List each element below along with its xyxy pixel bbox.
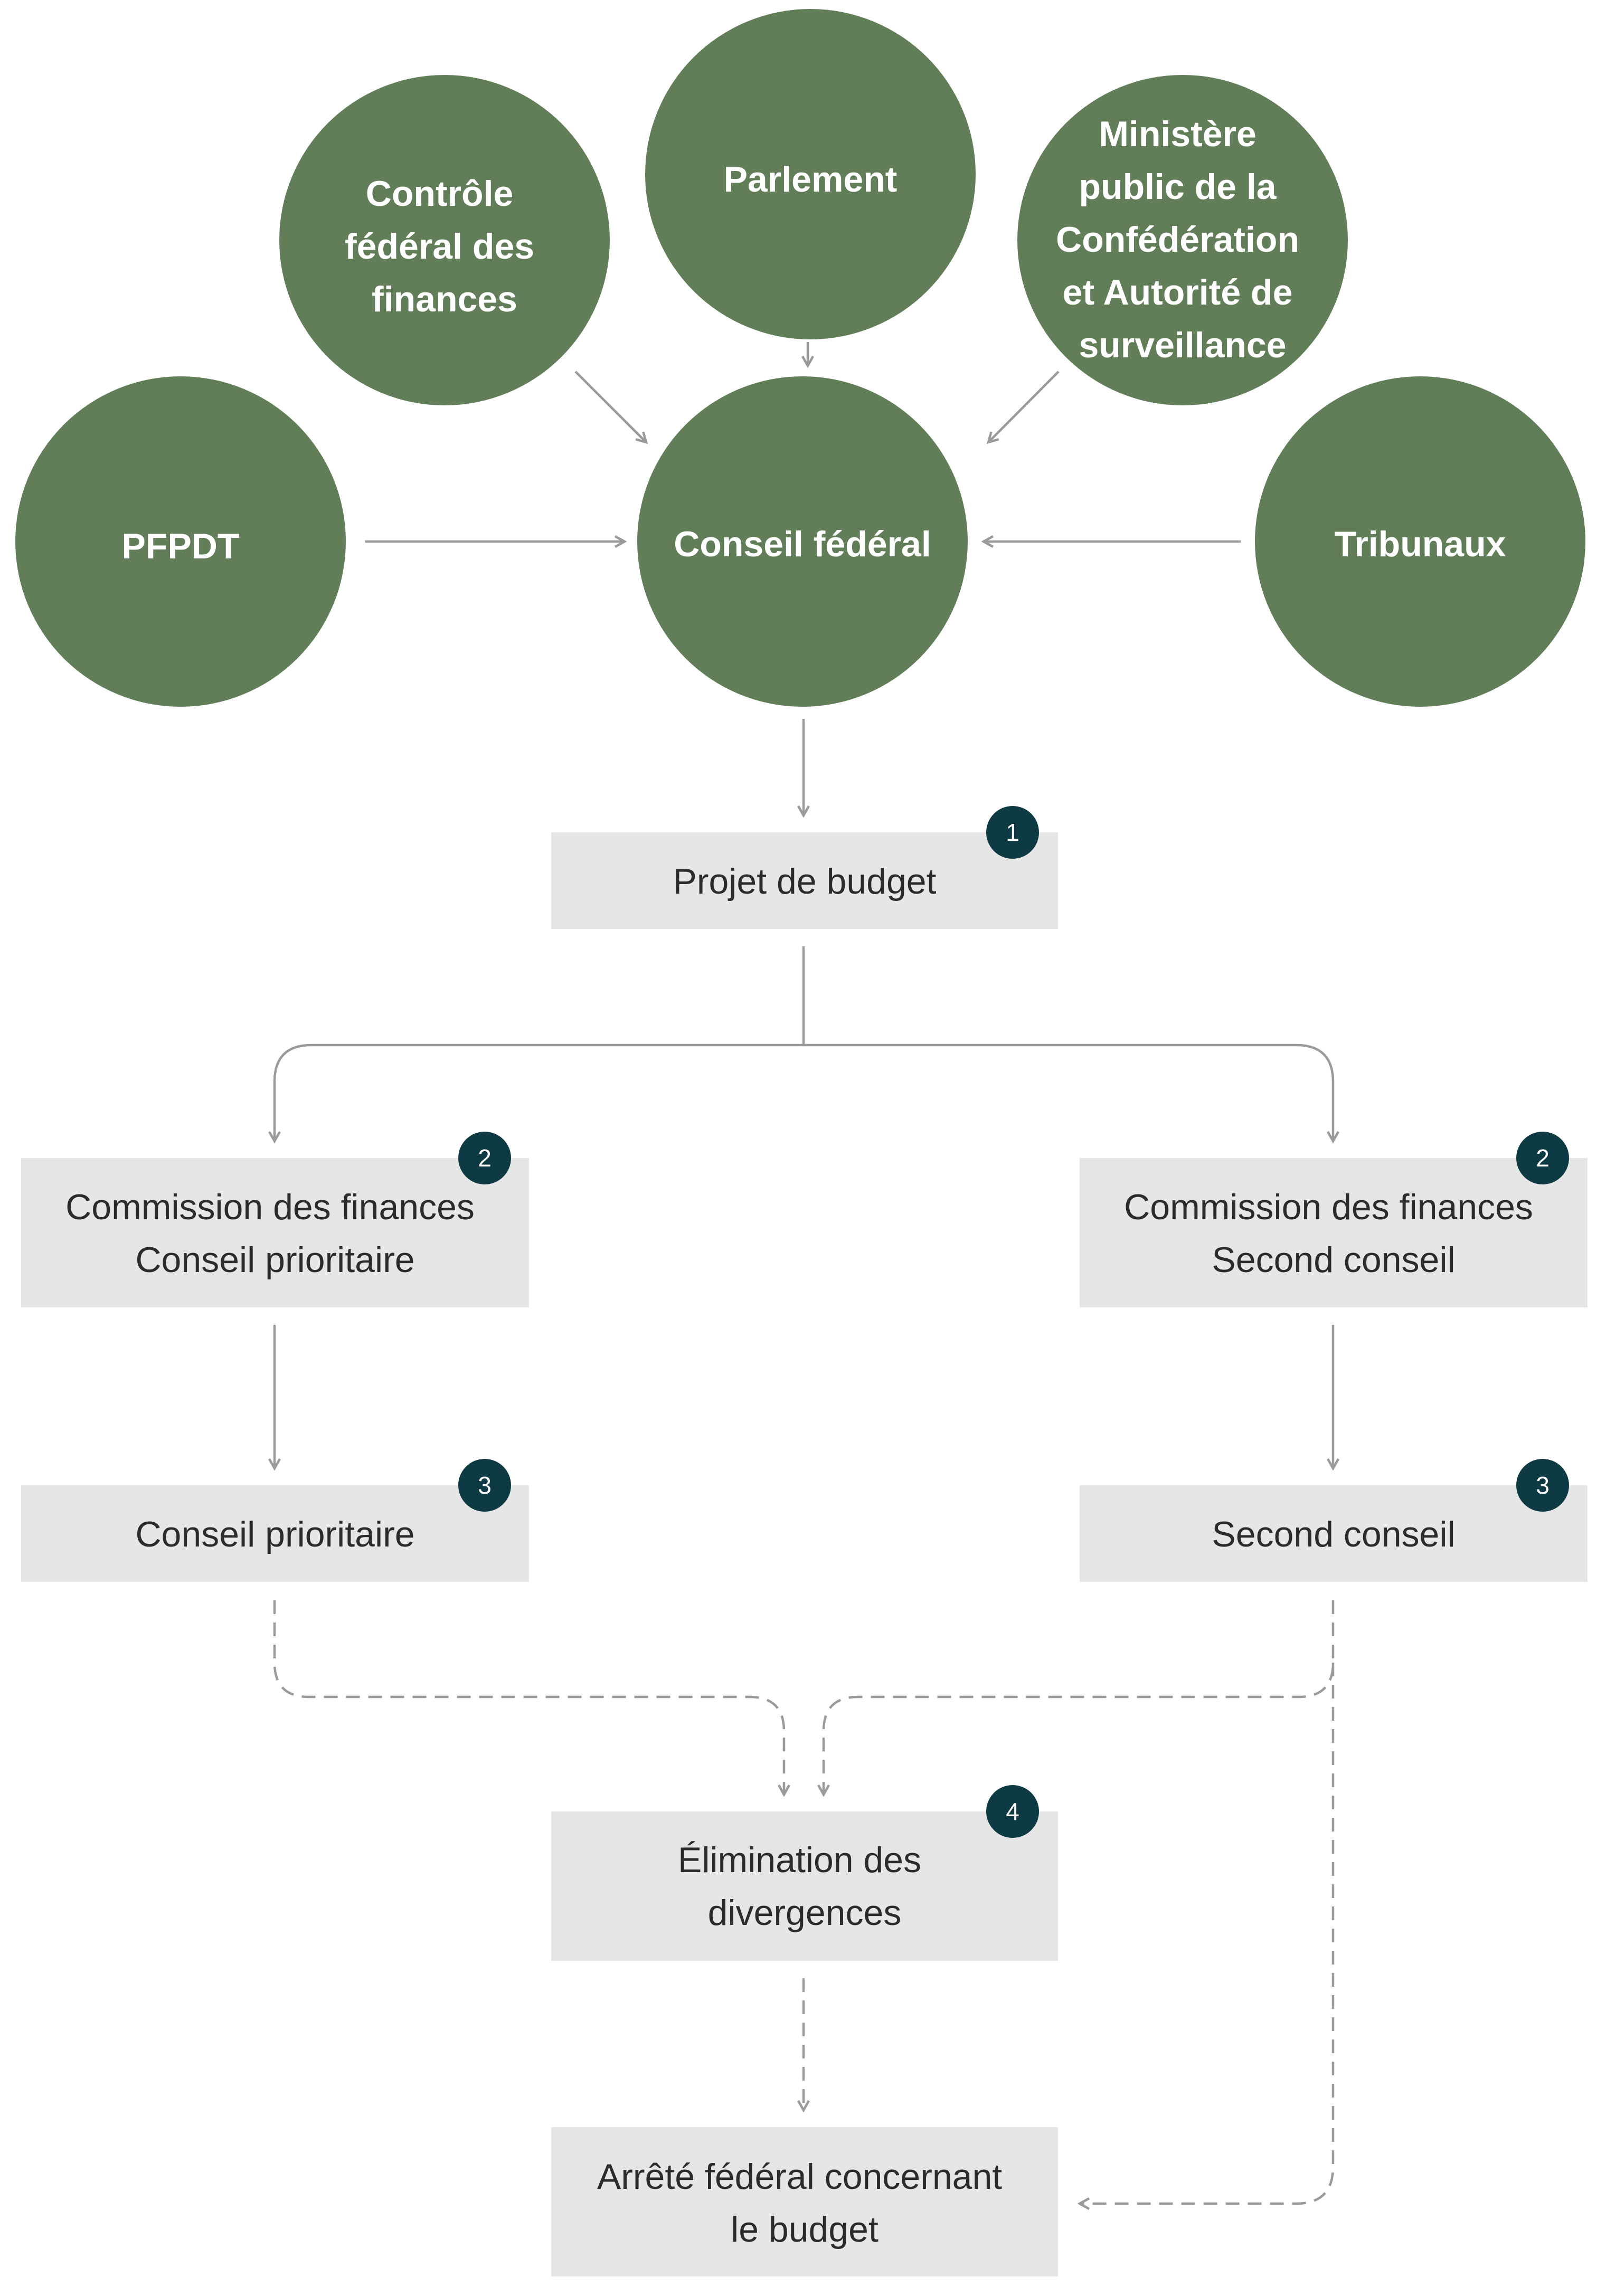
box-label: Arrêté fédéral concernant le budget bbox=[597, 2157, 1012, 2250]
badge-number: 1 bbox=[1006, 819, 1019, 846]
box-label: Élimination des divergences bbox=[678, 1840, 931, 1933]
badge-circle bbox=[458, 1132, 511, 1184]
box-shape bbox=[551, 832, 1058, 929]
box-commission-conseil-prioritaire: Commission des finances Conseil priorita… bbox=[21, 1158, 529, 1307]
circle-tribunaux: Tribunaux bbox=[1255, 376, 1585, 707]
arrow-split-left bbox=[275, 1043, 804, 1141]
box-second-conseil: Second conseil bbox=[1080, 1485, 1588, 1582]
badge-number: 4 bbox=[1006, 1798, 1019, 1825]
label-line: surveillance bbox=[1079, 325, 1286, 365]
label-line: Parlement bbox=[724, 159, 898, 200]
circle-shape bbox=[637, 376, 968, 707]
label-line: Confédération bbox=[1056, 220, 1299, 260]
label-line: Élimination des bbox=[678, 1840, 921, 1880]
label-line: finances bbox=[372, 279, 517, 319]
step-badge-3-left: 3 bbox=[458, 1459, 511, 1512]
label-line: Conseil prioritaire bbox=[135, 1514, 414, 1554]
badge-circle bbox=[1516, 1459, 1569, 1512]
box-label: Commission des finances Second conseil bbox=[1124, 1187, 1543, 1280]
label-line: Projet de budget bbox=[673, 861, 936, 902]
badge-circle bbox=[986, 806, 1039, 859]
label-line: divergences bbox=[708, 1893, 902, 1933]
label-line: Contrôle bbox=[366, 174, 514, 214]
box-label: Conseil prioritaire bbox=[135, 1514, 414, 1554]
circle-label: Tribunaux bbox=[1335, 524, 1506, 564]
dashed-arrow-left-to-elimination bbox=[273, 1600, 784, 1795]
box-label: Second conseil bbox=[1212, 1514, 1455, 1554]
arrow-ministere-to-conseil bbox=[988, 371, 1060, 442]
badge-number: 2 bbox=[1536, 1144, 1550, 1172]
circle-label: PFPDT bbox=[122, 526, 240, 566]
circle-shape bbox=[645, 9, 976, 339]
badge-circle bbox=[986, 1785, 1039, 1838]
label-line: Tribunaux bbox=[1335, 524, 1506, 564]
circle-shape bbox=[1017, 75, 1348, 405]
box-projet-de-budget: Projet de budget bbox=[551, 832, 1058, 929]
badge-number: 2 bbox=[478, 1144, 492, 1172]
circle-pfpdt: PFPDT bbox=[15, 376, 346, 707]
step-badge-2-left: 2 bbox=[458, 1132, 511, 1184]
arrow-split-right bbox=[804, 1043, 1333, 1141]
label-line: fédéral des bbox=[345, 226, 534, 267]
label-line: Second conseil bbox=[1212, 1240, 1455, 1280]
circle-controle-federal: Contrôle fédéral des finances bbox=[279, 75, 610, 405]
badge-number: 3 bbox=[478, 1472, 492, 1499]
label-line: PFPDT bbox=[122, 526, 240, 566]
box-shape bbox=[1080, 1485, 1588, 1582]
circle-label: Conseil fédéral bbox=[674, 524, 931, 564]
box-shape bbox=[21, 1158, 529, 1307]
box-label: Projet de budget bbox=[673, 861, 936, 902]
step-badge-3-right: 3 bbox=[1516, 1459, 1569, 1512]
badge-number: 3 bbox=[1536, 1472, 1550, 1499]
circle-parlement: Parlement bbox=[645, 9, 976, 339]
badge-circle bbox=[458, 1459, 511, 1512]
box-shape bbox=[1080, 1158, 1588, 1307]
circle-label: Parlement bbox=[724, 159, 898, 200]
step-badge-2-right: 2 bbox=[1516, 1132, 1569, 1184]
circle-conseil-federal: Conseil fédéral bbox=[637, 376, 968, 707]
dashed-arrow-right-to-arrete bbox=[1080, 1663, 1335, 2204]
box-shape bbox=[21, 1485, 529, 1582]
circle-shape bbox=[1255, 376, 1585, 707]
label-line: Commission des finances bbox=[65, 1187, 475, 1227]
step-badge-1: 1 bbox=[986, 806, 1039, 859]
box-elimination-des-divergences: Élimination des divergences bbox=[551, 1811, 1058, 1961]
badge-circle bbox=[1516, 1132, 1569, 1184]
label-line: Conseil fédéral bbox=[674, 524, 931, 564]
circle-label: Ministère public de la Confédération et … bbox=[1056, 114, 1309, 365]
label-line: Ministère bbox=[1099, 114, 1257, 154]
label-line: Conseil prioritaire bbox=[135, 1240, 414, 1280]
step-badge-4: 4 bbox=[986, 1785, 1039, 1838]
label-line: Commission des finances bbox=[1124, 1187, 1533, 1227]
dashed-arrow-right-to-elimination bbox=[824, 1600, 1335, 1795]
label-line: public de la bbox=[1079, 167, 1277, 207]
connectors bbox=[275, 342, 1333, 2204]
box-shape bbox=[551, 2127, 1058, 2276]
box-shape bbox=[551, 1811, 1058, 1961]
circle-shape bbox=[15, 376, 346, 707]
circle-shape bbox=[279, 75, 610, 405]
circle-label: Contrôle fédéral des finances bbox=[345, 174, 544, 319]
box-conseil-prioritaire: Conseil prioritaire bbox=[21, 1485, 529, 1582]
box-arrete-federal: Arrêté fédéral concernant le budget bbox=[551, 2127, 1058, 2276]
label-line: le budget bbox=[731, 2209, 878, 2250]
circle-ministere-public: Ministère public de la Confédération et … bbox=[1017, 75, 1348, 405]
box-label: Commission des finances Conseil priorita… bbox=[65, 1187, 485, 1280]
arrow-controle-to-conseil bbox=[574, 371, 646, 442]
label-line: Arrêté fédéral concernant bbox=[597, 2157, 1002, 2197]
label-line: et Autorité de bbox=[1063, 272, 1293, 312]
box-commission-second-conseil: Commission des finances Second conseil bbox=[1080, 1158, 1588, 1307]
label-line: Second conseil bbox=[1212, 1514, 1455, 1554]
